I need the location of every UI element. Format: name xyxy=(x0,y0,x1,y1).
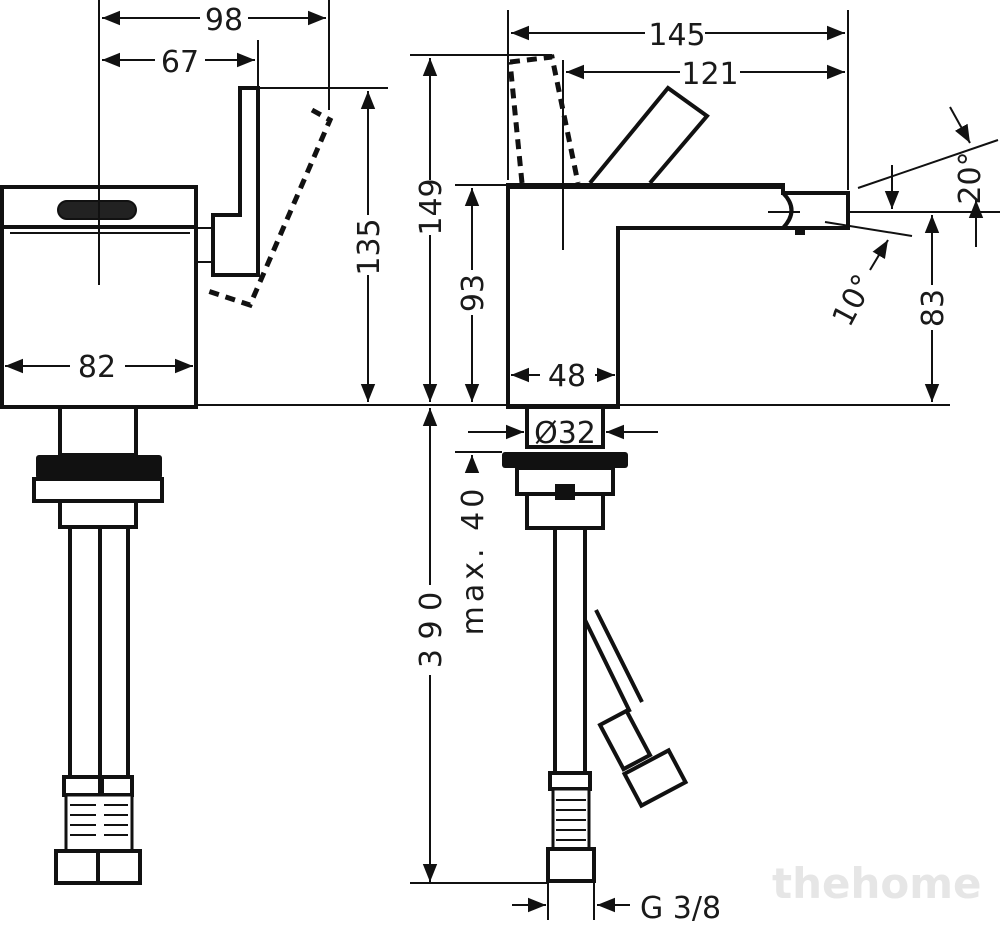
dim-390: 3 9 0 xyxy=(414,592,449,668)
watermark: thehome xyxy=(772,859,981,908)
angle-20: 20° xyxy=(953,151,988,204)
angle-10: 10° xyxy=(826,269,882,332)
dim-121: 121 xyxy=(681,57,738,92)
dim-149: 149 xyxy=(414,178,449,235)
dim-48: 48 xyxy=(548,359,586,394)
dim-diameter-32: Ø32 xyxy=(534,416,596,451)
dim-max-40: max. 40 xyxy=(456,485,491,636)
dim-135: 135 xyxy=(352,218,387,275)
thread-g38: G 3/8 xyxy=(640,891,721,926)
dim-145: 145 xyxy=(648,18,705,53)
dim-67: 67 xyxy=(161,45,199,80)
dim-82: 82 xyxy=(78,350,116,385)
left-view-faucet xyxy=(0,0,334,885)
aerator-icon xyxy=(57,200,137,220)
right-dimensions xyxy=(410,10,1000,920)
dim-83: 83 xyxy=(916,289,951,327)
right-view-faucet xyxy=(502,54,850,883)
left-dimensions xyxy=(5,0,560,406)
dim-93: 93 xyxy=(456,274,491,312)
dim-98: 98 xyxy=(205,3,243,38)
